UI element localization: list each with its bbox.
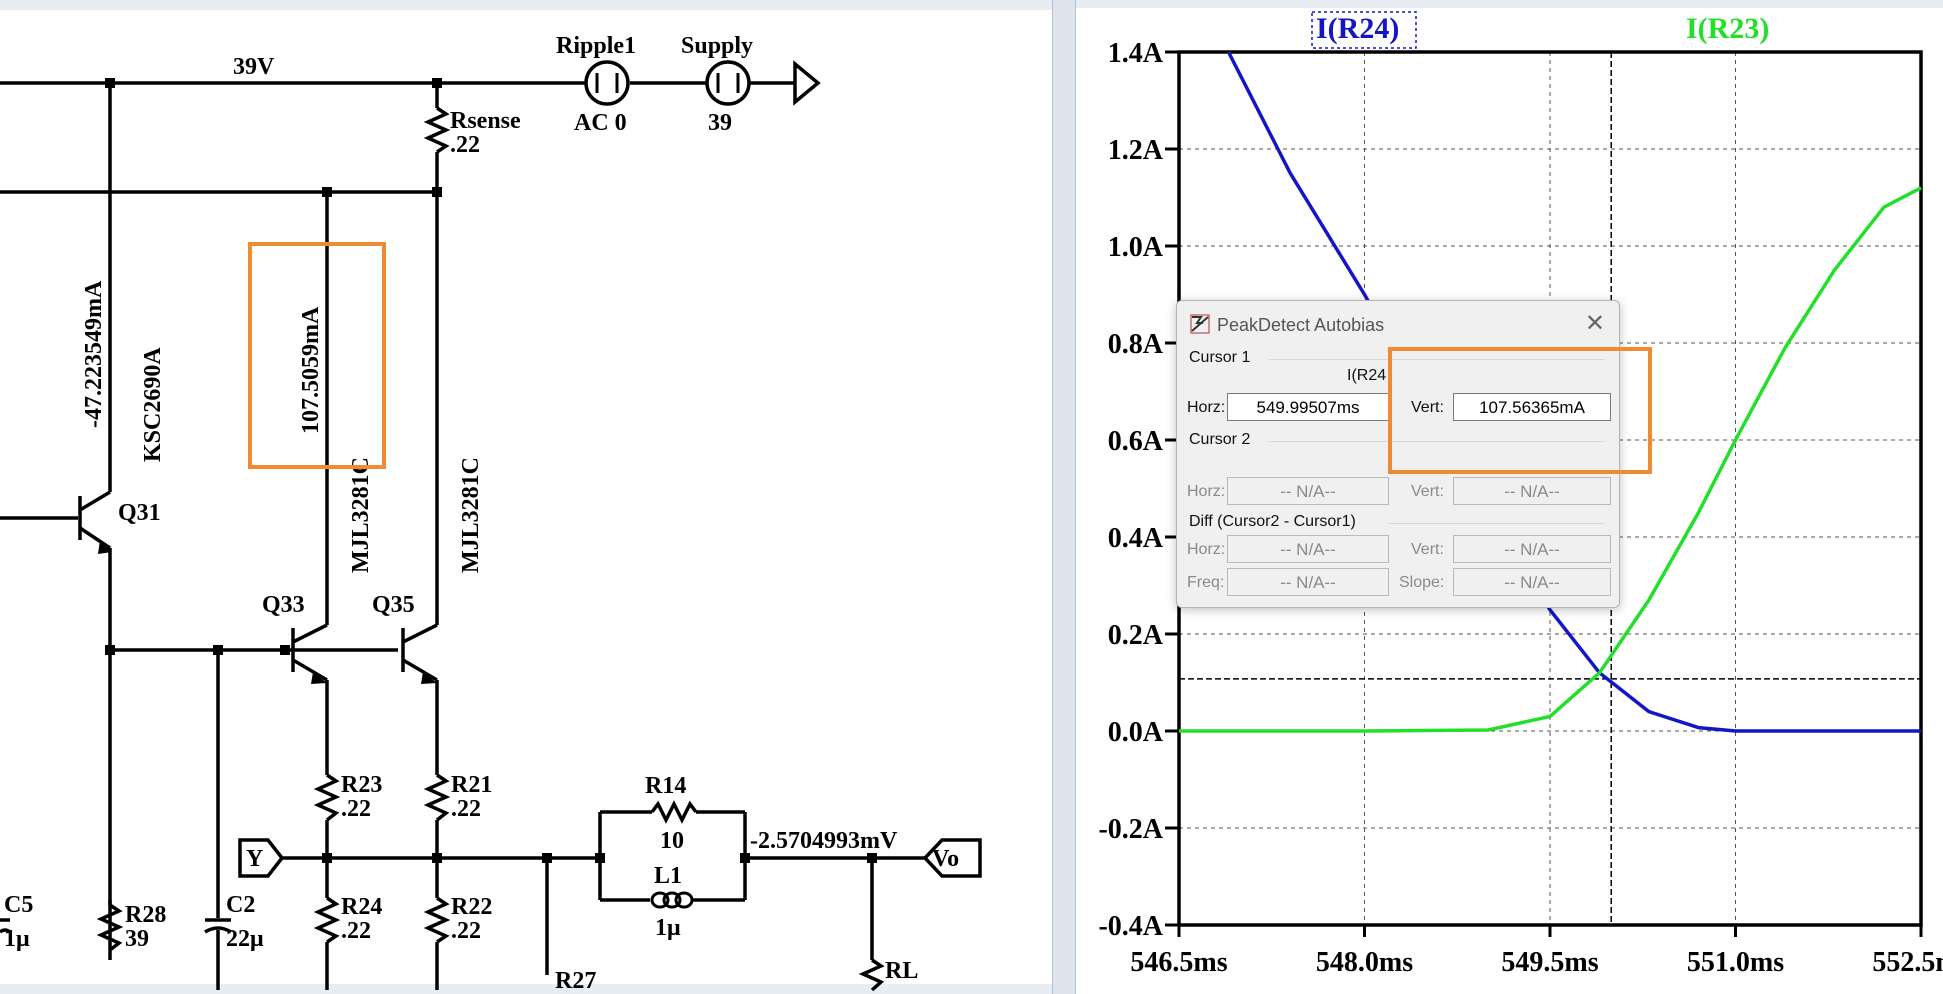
- dialog-title: PeakDetect Autobias: [1217, 315, 1385, 335]
- vert-value-highlight: [1388, 347, 1652, 474]
- ltspice-app-icon: [1190, 314, 1210, 334]
- port-vo-label: Vo: [932, 846, 959, 872]
- x-tick-label: 551.0ms: [1687, 947, 1784, 978]
- q33-model-label: MJL3281C: [348, 457, 374, 573]
- diff-freq-label: Freq:: [1187, 574, 1225, 591]
- r28-value: 39: [125, 926, 149, 952]
- schematic-pane[interactable]: 39V Ripple1 AC 0 Supply 39 Rsense .22 -4…: [0, 0, 1052, 994]
- source-supply-name: Supply: [681, 33, 753, 59]
- diff-vert-field: -- N/A--: [1453, 535, 1611, 563]
- cursor2-vert-label: Vert:: [1411, 483, 1444, 500]
- r23-value: .22: [341, 796, 371, 822]
- plot-traces: [1179, 51, 1922, 733]
- close-icon[interactable]: ✕: [1584, 310, 1605, 337]
- y-tick-label: -0.4A: [1098, 911, 1163, 942]
- y-tick-label: -0.2A: [1098, 814, 1163, 845]
- cursor2-horz-label: Horz:: [1187, 483, 1226, 500]
- source-ripple-value: AC 0: [574, 110, 627, 136]
- q35-name-label: Q35: [372, 592, 415, 618]
- peakdetect-dialog[interactable]: PeakDetect Autobias ✕ Cursor 1 I(R24 Hor…: [1176, 300, 1620, 608]
- rl-name: RL: [885, 958, 918, 984]
- rsense-value: .22: [450, 132, 480, 158]
- l1-name: L1: [654, 863, 682, 889]
- diff-horz-field: -- N/A--: [1227, 535, 1389, 563]
- q35-model-label: MJL3281C: [458, 457, 484, 573]
- rail-voltage-label: 39V: [233, 54, 275, 80]
- r14-value: 10: [660, 828, 684, 854]
- cursor1-horz-label: Horz:: [1187, 399, 1226, 416]
- diff-horz-label: Horz:: [1187, 541, 1226, 558]
- r24-value: .22: [341, 918, 371, 944]
- trace-i-r23[interactable]: [1179, 186, 1922, 733]
- x-tick-label: 549.5ms: [1501, 947, 1598, 978]
- q33-current-label[interactable]: 107.5059mA: [298, 306, 324, 434]
- r28-name: R28: [125, 902, 166, 928]
- y-tick-label: 0.2A: [1108, 620, 1164, 651]
- schematic-current-highlight: [248, 242, 386, 469]
- y-tick-label: 1.0A: [1108, 232, 1164, 263]
- cursor2-horz-field: -- N/A--: [1227, 477, 1389, 505]
- y-tick-label: 0.0A: [1108, 717, 1164, 748]
- diff-freq-field: -- N/A--: [1227, 568, 1389, 596]
- c5-value: 1μ: [4, 926, 30, 952]
- cursor1-vert-label: Vert:: [1411, 399, 1444, 416]
- cursor1-horz-field[interactable]: 549.99507ms: [1227, 393, 1389, 421]
- l1-value: 1μ: [655, 915, 681, 941]
- r22-value: .22: [451, 918, 481, 944]
- port-y-label: Y: [246, 846, 263, 872]
- trace-label-r23[interactable]: I(R23): [1686, 12, 1769, 45]
- trace-label-r24-selection: [1311, 11, 1417, 49]
- q31-name-label: Q31: [118, 500, 161, 526]
- r24-name: R24: [341, 894, 382, 920]
- cursor1-vert-field[interactable]: 107.56365mA: [1453, 393, 1611, 421]
- r14-name: R14: [645, 773, 686, 799]
- q33-name-label: Q33: [262, 592, 305, 618]
- x-tick-label: 552.5ms: [1872, 947, 1943, 978]
- c5-name: C5: [4, 892, 33, 918]
- trace-i-r24[interactable]: [1226, 51, 1922, 733]
- r21-name: R21: [451, 772, 492, 798]
- r23-name: R23: [341, 772, 382, 798]
- x-tick-label: 546.5ms: [1130, 947, 1227, 978]
- diff-slope-label: Slope:: [1399, 574, 1445, 591]
- x-axis: 546.5ms 548.0ms 549.5ms 551.0ms 552.5ms: [1130, 925, 1943, 978]
- r27-name: R27: [555, 968, 596, 994]
- r21-value: .22: [451, 796, 481, 822]
- source-supply-value: 39: [708, 110, 732, 136]
- y-tick-label: 1.2A: [1108, 135, 1164, 166]
- trace-label-r24[interactable]: I(R24): [1316, 12, 1399, 45]
- y-tick-label: 0.6A: [1108, 426, 1164, 457]
- diff-slope-field: -- N/A--: [1453, 568, 1611, 596]
- cursor1-section-label: Cursor 1: [1189, 349, 1251, 366]
- q31-model-label: KSC2690A: [140, 347, 166, 462]
- cursor1-trace-label: I(R24: [1347, 367, 1387, 384]
- pane-splitter[interactable]: [1052, 0, 1076, 994]
- q31-current-label[interactable]: -47.223549mA: [81, 280, 107, 428]
- diff-section-label: Diff (Cursor2 - Cursor1): [1189, 513, 1356, 530]
- cursor2-vert-field: -- N/A--: [1453, 477, 1611, 505]
- source-ripple-name: Ripple1: [556, 33, 636, 59]
- rsense-name: Rsense: [450, 108, 521, 134]
- y-axis: 1.4A 1.2A 1.0A 0.8A 0.6A 0.4A 0.2A 0.0A -0.2A -0.…: [1098, 38, 1179, 942]
- diff-vert-label: Vert:: [1411, 541, 1444, 558]
- y-tick-label: 0.4A: [1108, 523, 1164, 554]
- r22-name: R22: [451, 894, 492, 920]
- y-tick-label: 1.4A: [1108, 38, 1164, 69]
- cursor2-section-label: Cursor 2: [1189, 431, 1251, 448]
- vout-voltage-label[interactable]: -2.5704993mV: [750, 828, 898, 854]
- y-tick-label: 0.8A: [1108, 329, 1164, 360]
- x-tick-label: 548.0ms: [1316, 947, 1413, 978]
- c2-name: C2: [226, 892, 255, 918]
- c2-value: 22μ: [226, 926, 264, 952]
